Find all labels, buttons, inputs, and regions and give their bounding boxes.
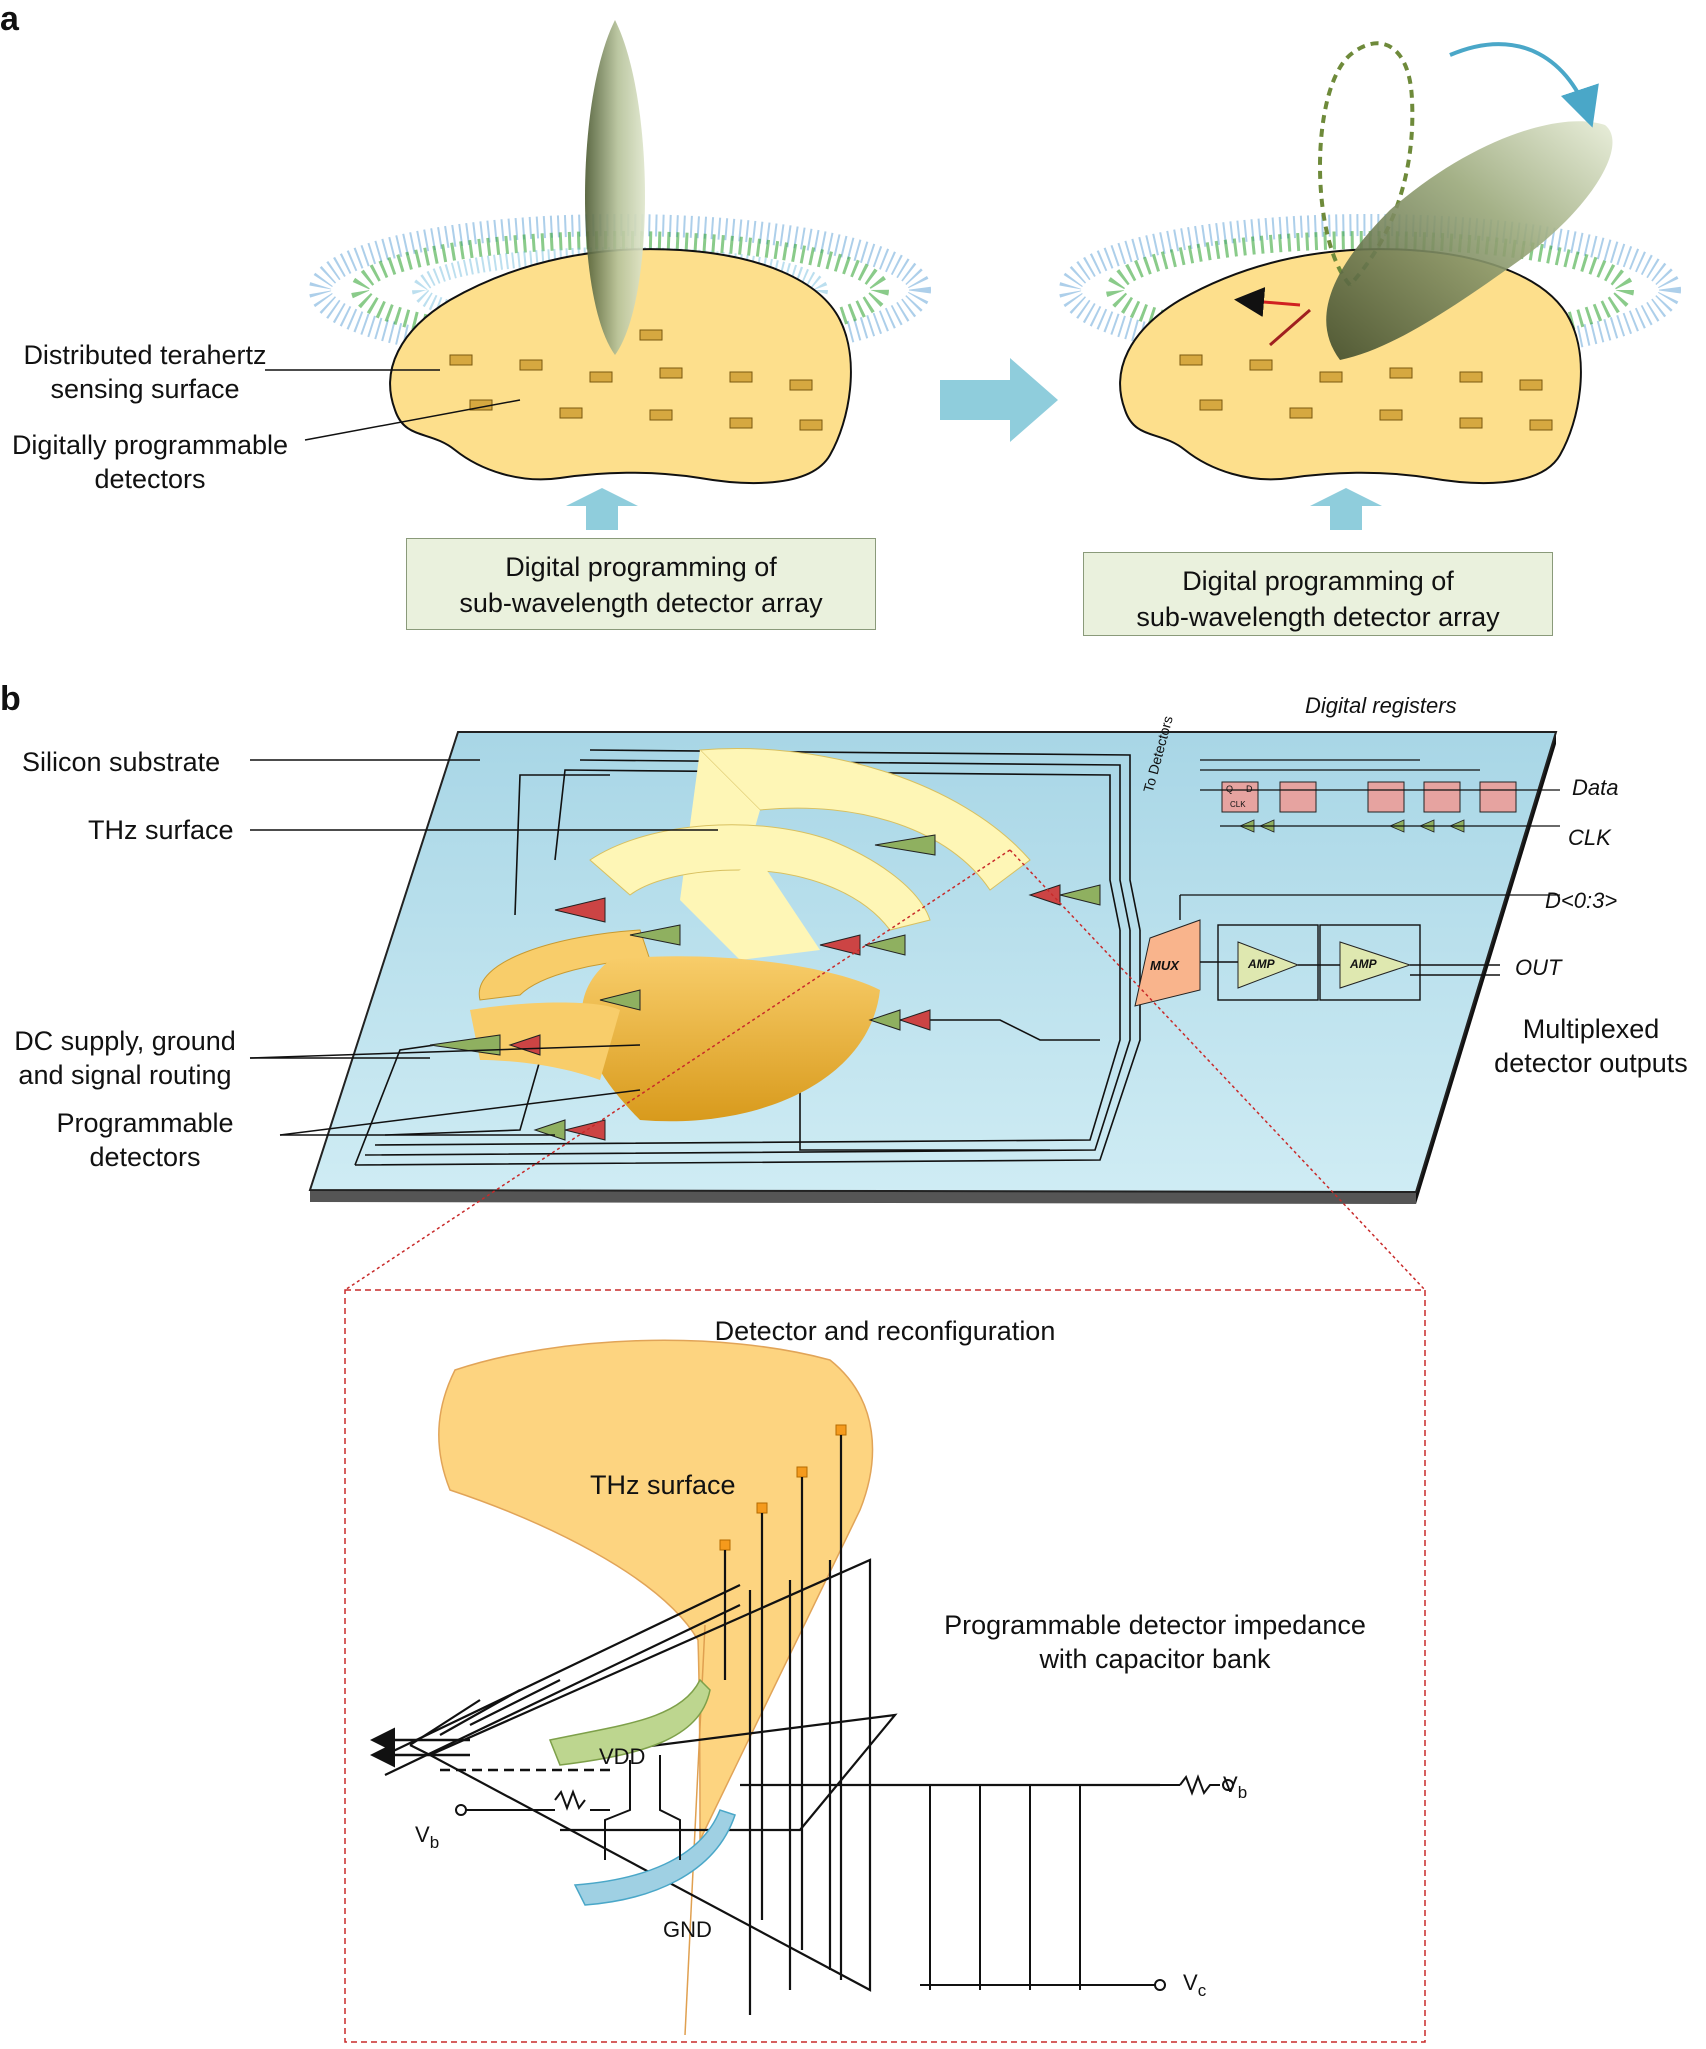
- label-mux-out-line2: detector outputs: [1494, 1048, 1688, 1078]
- label-detectors-line2: detectors: [94, 464, 206, 494]
- label-surface-line2: sensing surface: [50, 374, 240, 404]
- programming-box-left-line2: sub-wavelength detector array: [459, 588, 823, 618]
- inset-title: Detector and reconfiguration: [714, 1316, 1056, 1346]
- mux-amp-chain: [1134, 895, 1500, 1007]
- impedance-line2: with capacitor bank: [1039, 1644, 1271, 1674]
- programming-box-right-line1: Digital programming of: [1182, 566, 1454, 596]
- up-arrow-right: [1310, 488, 1382, 530]
- inset-circuit: [370, 1339, 1234, 2036]
- digital-registers: [1180, 759, 1560, 896]
- chip-detectors: [429, 834, 1101, 1141]
- vb-right-sub: b: [1237, 1783, 1248, 1802]
- programming-box-left-line1: Digital programming of: [505, 552, 777, 582]
- label-prog-line1: Programmable: [56, 1108, 234, 1138]
- vb-left-sub: b: [429, 1833, 440, 1852]
- programming-box-right-line2: sub-wavelength detector array: [1136, 602, 1500, 632]
- programming-box-left: Digital programming of sub-wavelength de…: [406, 538, 876, 630]
- ff-d-label: D: [1246, 784, 1253, 794]
- right-sensing-surface: [1059, 41, 1681, 485]
- label-digital-registers: Digital registers: [1305, 693, 1457, 718]
- label-mux-out-line1: Multiplexed: [1522, 1014, 1660, 1044]
- amp1-label: AMP: [1248, 957, 1275, 971]
- label-dc-line2: and signal routing: [18, 1060, 232, 1090]
- vc-main: V: [1183, 1970, 1198, 1995]
- label-silicon-substrate: Silicon substrate: [22, 747, 221, 777]
- mux-label: MUX: [1150, 958, 1179, 973]
- label-dc-line1: DC supply, ground: [14, 1026, 236, 1056]
- label-prog-line2: detectors: [89, 1142, 201, 1172]
- chip: [308, 731, 1560, 1204]
- ff-q-label: Q: [1226, 784, 1234, 794]
- vb-left-label: Vb: [415, 1818, 439, 1860]
- vc-label: Vc: [1183, 1966, 1206, 2008]
- up-arrow-left: [566, 488, 638, 530]
- impedance-line1: Programmable detector impedance: [944, 1610, 1366, 1640]
- capacitor-bank: [920, 1774, 1220, 1990]
- vc-sub: c: [1197, 1981, 1207, 2000]
- panel-b-letter: b: [0, 680, 21, 718]
- label-data: Data: [1572, 775, 1619, 800]
- label-clk: CLK: [1568, 825, 1611, 850]
- left-sensing-surface: [309, 20, 931, 485]
- vb-right-main: V: [1223, 1772, 1238, 1797]
- inset-thz-surface: THz surface: [590, 1470, 736, 1500]
- inset-frame: [344, 1289, 1426, 2043]
- ff-clk-label: CLK: [1230, 800, 1246, 809]
- label-out: OUT: [1515, 955, 1562, 980]
- vdd-label: VDD: [599, 1744, 646, 1769]
- amp2-label: AMP: [1350, 957, 1377, 971]
- gnd-label: GND: [663, 1917, 712, 1942]
- label-detectors-line1: Digitally programmable: [11, 430, 289, 460]
- label-thz-surface: THz surface: [88, 815, 234, 845]
- vb-left-main: V: [415, 1822, 430, 1847]
- label-surface-line1: Distributed terahertz: [23, 340, 267, 370]
- programming-box-right: Digital programming of sub-wavelength de…: [1083, 552, 1553, 636]
- vb-right-label: Vb: [1223, 1768, 1247, 1810]
- transition-arrow: [940, 358, 1058, 442]
- panel-a-letter: a: [0, 0, 19, 38]
- label-d-bus: D<0:3>: [1545, 888, 1618, 913]
